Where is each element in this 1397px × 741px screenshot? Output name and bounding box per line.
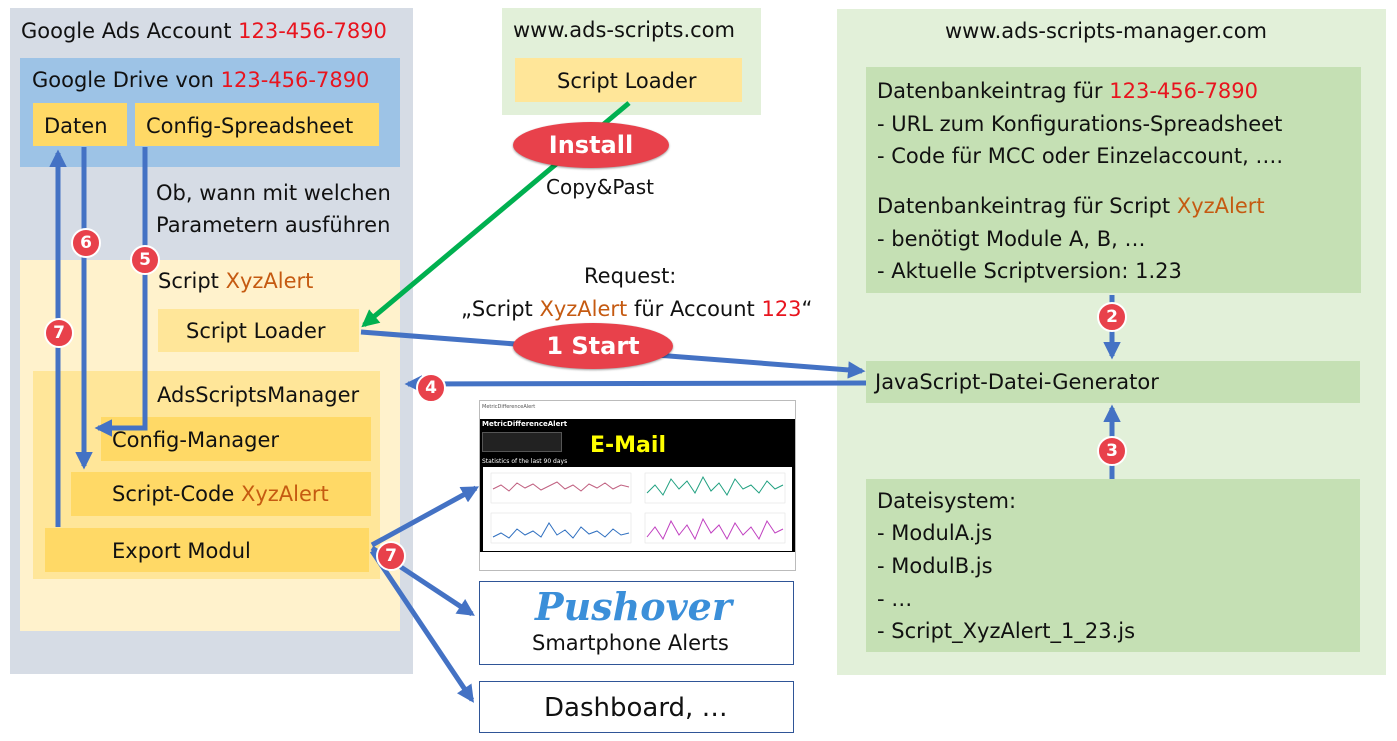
copy-past-label: Copy&Past (546, 175, 655, 199)
daten-box (33, 103, 127, 146)
javascript-generator-box (866, 361, 1360, 403)
script-panel-title: Script XyzAlert (158, 268, 313, 294)
javascript-generator-label: JavaScript-Datei-Generator (875, 370, 1159, 394)
db2-title-prefix: Datenbankeintrag für Script (877, 194, 1177, 218)
arrow-export-to-email (370, 485, 480, 548)
request-detail: „Script XyzAlert für Account 123“ (461, 296, 812, 322)
execution-note-line2: Parametern ausführen (156, 213, 391, 237)
pushover-logo: Pushover (535, 584, 732, 629)
request-middle: für Account (627, 297, 762, 321)
email-dark-body: MetricDifferenceAlert Statistics of the … (480, 419, 795, 552)
fs-line1: - ModulA.js (877, 521, 993, 545)
config-spreadsheet-box (135, 103, 379, 146)
arrow-config-spreadsheet-to-config-manager (94, 147, 148, 437)
export-module-label: Export Modul (112, 539, 251, 563)
script-code-prefix: Script-Code (112, 482, 241, 506)
request-script-name: XyzAlert (539, 297, 628, 321)
fs-line2: - ModulB.js (877, 554, 993, 578)
export-module-box (45, 528, 369, 572)
badge-7-export: 7 (376, 541, 406, 571)
db1-line2: - Code für MCC oder Einzelaccount, …. (877, 144, 1284, 168)
badge-3: 3 (1097, 436, 1127, 466)
email-label: E-Mail (590, 433, 666, 458)
db1-title-prefix: Datenbankeintrag für (877, 79, 1110, 103)
script-code-label: Script-Code XyzAlert (112, 481, 329, 507)
ads-scripts-manager-title: AdsScriptsManager (157, 383, 360, 407)
request-prefix: „Script (461, 297, 540, 321)
email-table (482, 432, 562, 452)
script-code-box (71, 472, 371, 516)
fs-line3: - … (877, 587, 913, 611)
dashboard-box (479, 681, 794, 733)
pushover-box (479, 581, 794, 665)
email-report-title-small: MetricDifferenceAlert (482, 404, 536, 410)
config-manager-label: Config-Manager (112, 428, 280, 452)
google-drive-account-id: 123-456-7890 (220, 68, 370, 92)
email-mini-charts (490, 472, 786, 544)
google-ads-account-id: 123-456-7890 (238, 19, 387, 43)
google-drive-title: Google Drive von 123-456-7890 (32, 67, 369, 93)
pushover-subtitle: Smartphone Alerts (532, 631, 729, 655)
google-ads-account-title: Google Ads Account 123-456-7890 (21, 18, 387, 44)
script-panel-script-name: XyzAlert (225, 269, 314, 293)
db1-account-id: 123-456-7890 (1109, 79, 1259, 103)
request-suffix: “ (801, 297, 813, 321)
database-entries-box (866, 67, 1361, 293)
google-drive-title-prefix: Google Drive von (32, 68, 221, 92)
daten-label: Daten (44, 114, 108, 138)
fs-line4: - Script_XyzAlert_1_23.js (877, 619, 1136, 643)
db1-line1: - URL zum Konfigurations-Spreadsheet (877, 112, 1283, 136)
request-label: Request: (584, 264, 677, 288)
google-ads-account-title-prefix: Google Ads Account (21, 19, 239, 43)
badge-2: 2 (1097, 302, 1127, 332)
request-account: 123 (761, 297, 802, 321)
start-oval: 1 Start (513, 323, 673, 369)
db1-title: Datenbankeintrag für 123-456-7890 (877, 78, 1258, 104)
email-stats-title: Statistics of the last 90 days (482, 458, 568, 465)
file-system-box (866, 479, 1360, 652)
arrow-generator-to-manager (404, 375, 867, 393)
db2-title: Datenbankeintrag für Script XyzAlert (877, 193, 1265, 219)
script-loader-label: Script Loader (186, 319, 326, 343)
center-script-loader-box (515, 58, 742, 102)
script-loader-box (158, 309, 359, 352)
fs-title: Dateisystem: (877, 489, 1017, 513)
db2-line1: - benötigt Module A, B, … (877, 227, 1146, 251)
dashboard-label: Dashboard, … (544, 693, 728, 723)
center-script-loader-label: Script Loader (557, 69, 697, 93)
script-panel-title-prefix: Script (158, 269, 226, 293)
badge-7-left: 7 (44, 318, 74, 348)
email-preview: MetricDifferenceAlert MetricDifferenceAl… (479, 400, 796, 571)
execution-note-line1: Ob, wann mit welchen (156, 181, 391, 205)
ads-scripts-site-title: www.ads-scripts.com (513, 18, 735, 42)
install-oval: Install (513, 122, 669, 168)
ads-scripts-manager-site-title: www.ads-scripts-manager.com (945, 19, 1268, 43)
badge-4: 4 (416, 373, 446, 403)
badge-6: 6 (71, 228, 101, 258)
script-code-script-name: XyzAlert (240, 482, 329, 506)
email-report-title: MetricDifferenceAlert (482, 420, 568, 428)
config-spreadsheet-label: Config-Spreadsheet (146, 114, 354, 138)
arrow-export-to-dashboard (369, 549, 475, 703)
badge-5: 5 (130, 245, 160, 275)
db2-script-name: XyzAlert (1176, 194, 1265, 218)
db2-line2: - Aktuelle Scriptversion: 1.23 (877, 259, 1182, 283)
email-charts-area (483, 467, 792, 551)
